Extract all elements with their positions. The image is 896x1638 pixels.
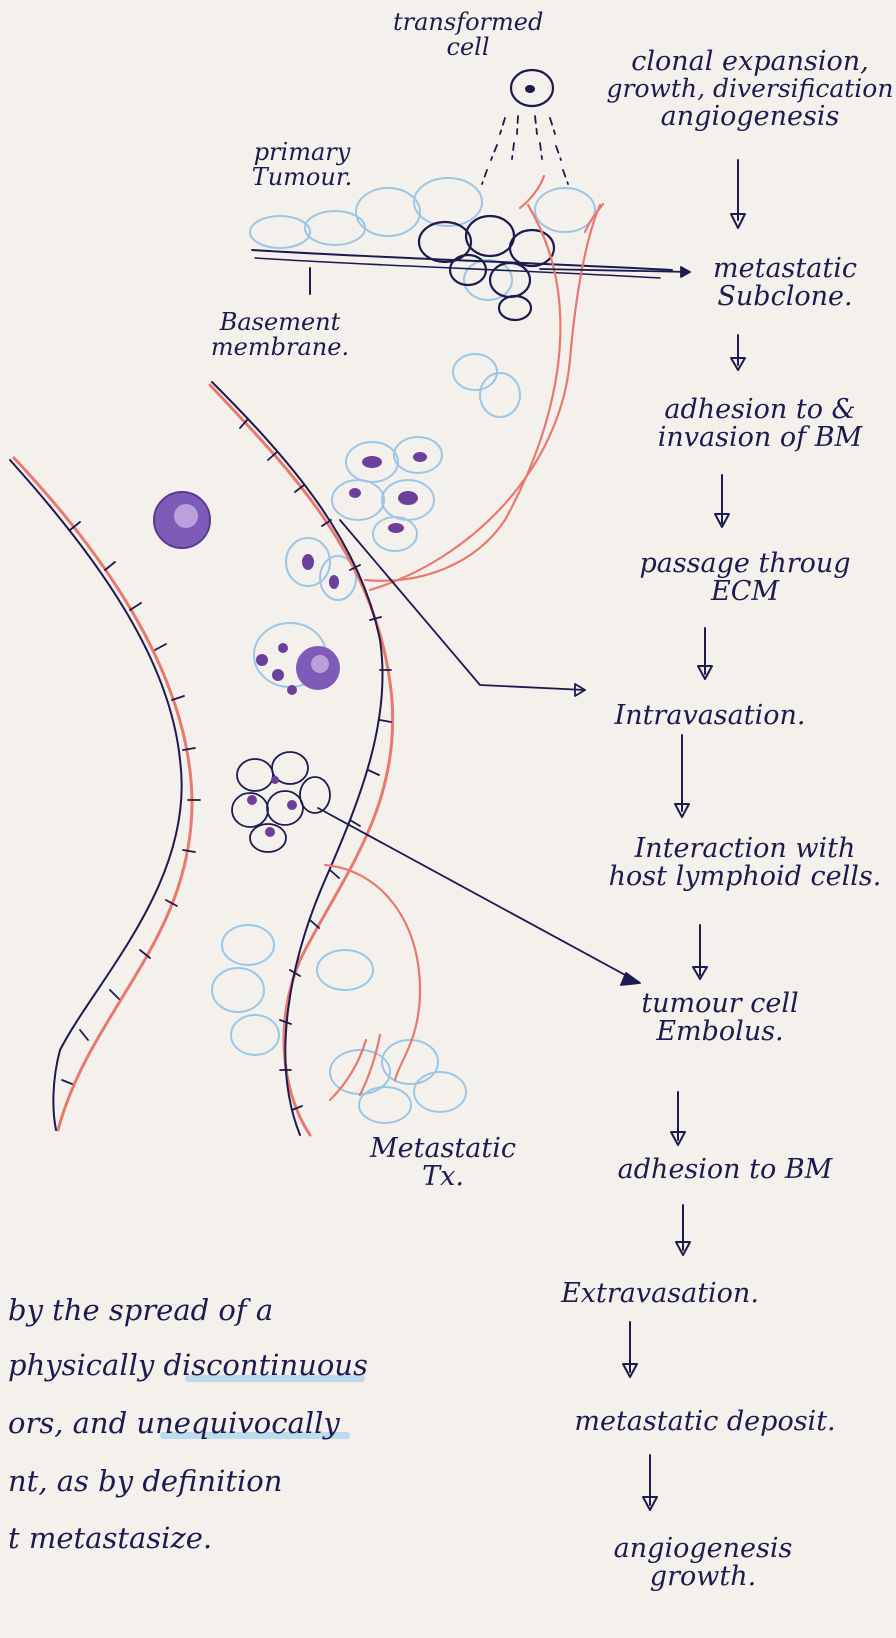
label-primary-tumour: primary Tumour.	[222, 140, 382, 190]
label-line: membrane.	[200, 335, 360, 360]
step-line: adhesion to &	[640, 396, 880, 424]
flow-step: Interaction with host lymphoid cells.	[600, 835, 890, 892]
transformed-cell	[482, 70, 568, 184]
step-line: Intravasation.	[595, 702, 825, 730]
label-transformed-cell: transformed cell	[393, 10, 543, 60]
metastatic-deposit	[212, 865, 466, 1123]
step-line: angiogenesis	[605, 103, 895, 131]
flow-step: metastatic deposit.	[560, 1408, 850, 1436]
flow-step: clonal expansion, growth, diversificatio…	[605, 48, 895, 131]
step-line: metastatic	[690, 255, 880, 283]
label-line: Tx.	[368, 1163, 518, 1191]
step-line: metastatic deposit.	[560, 1408, 850, 1436]
flow-step: angiogenesis growth.	[588, 1535, 818, 1592]
note-line: t metastasize.	[8, 1523, 212, 1553]
invading-cells	[286, 437, 442, 600]
flow-step: adhesion to BM	[590, 1156, 860, 1184]
step-line: growth.	[588, 1563, 818, 1591]
flow-step: Extravasation.	[540, 1280, 780, 1308]
step-line: adhesion to BM	[590, 1156, 860, 1184]
step-line: Embolus.	[625, 1018, 815, 1046]
embolus	[232, 752, 330, 852]
label-metastatic-tx: Metastatic Tx.	[368, 1135, 518, 1192]
label-line: Tumour.	[222, 165, 382, 190]
step-line: angiogenesis	[588, 1535, 818, 1563]
flow-step: passage throug ECM	[630, 550, 860, 607]
step-line: invasion of BM	[640, 424, 880, 452]
step-line: passage throug	[630, 550, 860, 578]
left-vessel	[10, 458, 200, 1130]
note-line: ors, and unequivocally	[8, 1408, 340, 1438]
label-line: Basement	[200, 310, 360, 335]
note-line: physically discontinuous	[8, 1350, 368, 1380]
label-line: cell	[393, 35, 543, 60]
flow-step: adhesion to & invasion of BM	[640, 396, 880, 453]
note-line: by the spread of a	[8, 1295, 273, 1325]
label-line: transformed	[393, 10, 543, 35]
primary-epithelium	[250, 178, 595, 417]
note-line: nt, as by definition	[8, 1466, 282, 1496]
label-line: primary	[222, 140, 382, 165]
step-line: Extravasation.	[540, 1280, 780, 1308]
flow-step: Intravasation.	[595, 702, 825, 730]
step-line: ECM	[630, 578, 860, 606]
label-line: Metastatic	[368, 1135, 518, 1163]
step-line: growth, diversification	[605, 76, 895, 102]
step-line: host lymphoid cells.	[600, 863, 890, 891]
step-line: Interaction with	[600, 835, 890, 863]
step-line: Subclone.	[690, 283, 880, 311]
label-basement-membrane: Basement membrane.	[200, 310, 360, 360]
flow-step: metastatic Subclone.	[690, 255, 880, 312]
step-line: tumour cell	[625, 990, 815, 1018]
step-line: clonal expansion,	[605, 48, 895, 76]
flow-step: tumour cell Embolus.	[625, 990, 815, 1047]
lymphoid-cells	[154, 492, 340, 695]
